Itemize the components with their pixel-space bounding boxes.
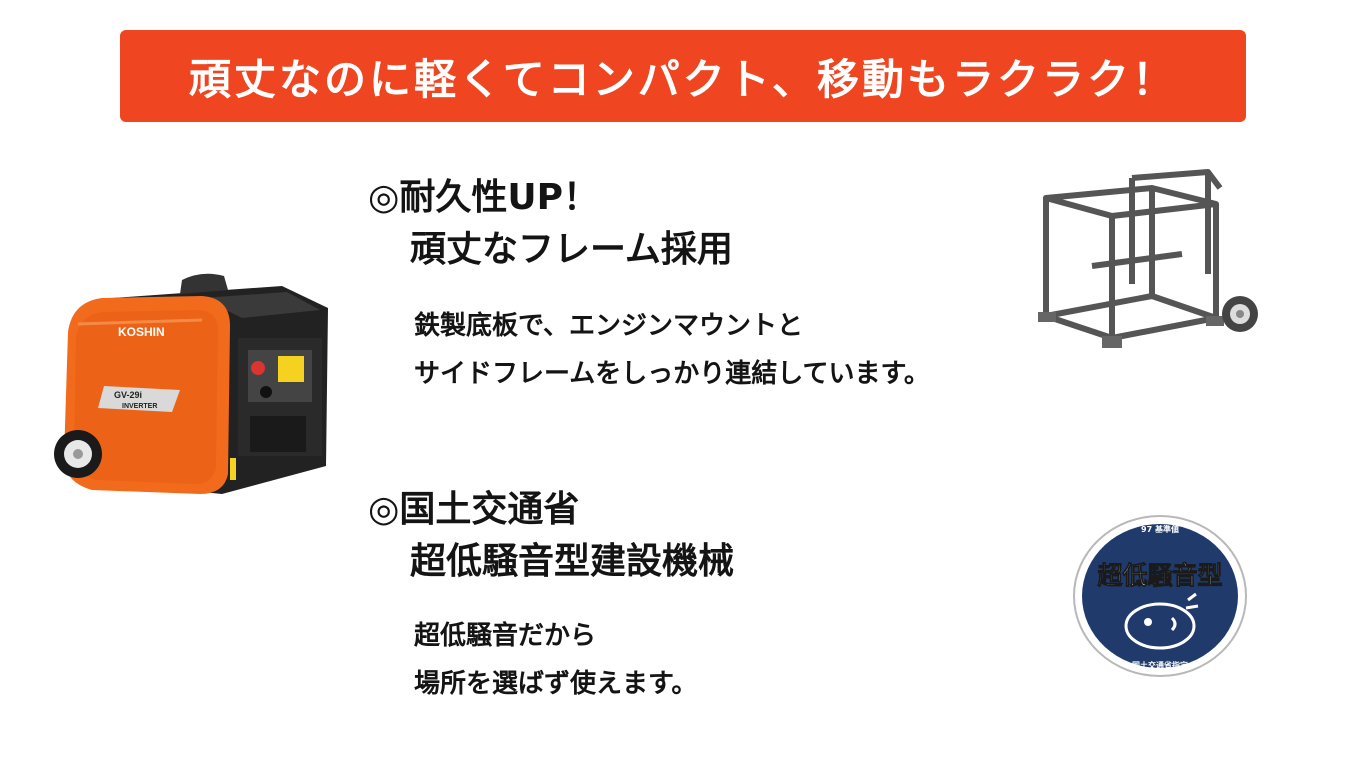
generator-image: KOSHIN GV-29i INVERTER	[54, 273, 328, 494]
section2-heading-line1: ◎国土交通省	[368, 489, 580, 530]
section1-heading-line1: ◎耐久性UP！	[368, 177, 600, 218]
section2-body: 超低騒音だから 場所を選ばず使えます。	[414, 612, 697, 708]
section2-body-line1: 超低騒音だから	[414, 621, 597, 651]
section2-heading-line2: 超低騒音型建設機械	[410, 541, 735, 582]
badge-title: 超低騒音型	[1097, 561, 1222, 590]
banner-title: 頑丈なのに軽くてコンパクト、移動もラクラク！	[189, 54, 1177, 104]
section2-heading: ◎国土交通省 超低騒音型建設機械	[368, 484, 734, 588]
generator-model: GV-29i	[114, 390, 142, 400]
section1-body-line1: 鉄製底板で、エンジンマウントと	[414, 311, 803, 341]
generator-brand: KOSHIN	[118, 325, 165, 339]
low-noise-badge: 97 基準値 超低騒音型 国土交通省指定	[1073, 515, 1247, 677]
title-banner: 頑丈なのに軽くてコンパクト、移動もラクラク！	[120, 30, 1246, 122]
generator-badge-text: INVERTER	[122, 403, 157, 410]
frame-image	[1038, 169, 1258, 348]
section1-body-line2: サイドフレームをしっかり連結しています。	[414, 359, 930, 389]
badge-bottom-text: 国土交通省指定	[1132, 660, 1188, 670]
section1-body: 鉄製底板で、エンジンマウントと サイドフレームをしっかり連結しています。	[414, 302, 930, 398]
section1-heading: ◎耐久性UP！ 頑丈なフレーム採用	[368, 172, 733, 276]
section2-body-line2: 場所を選ばず使えます。	[414, 669, 698, 699]
badge-top-text: 97 基準値	[1141, 524, 1179, 534]
section1-heading-line2: 頑丈なフレーム採用	[410, 229, 733, 270]
